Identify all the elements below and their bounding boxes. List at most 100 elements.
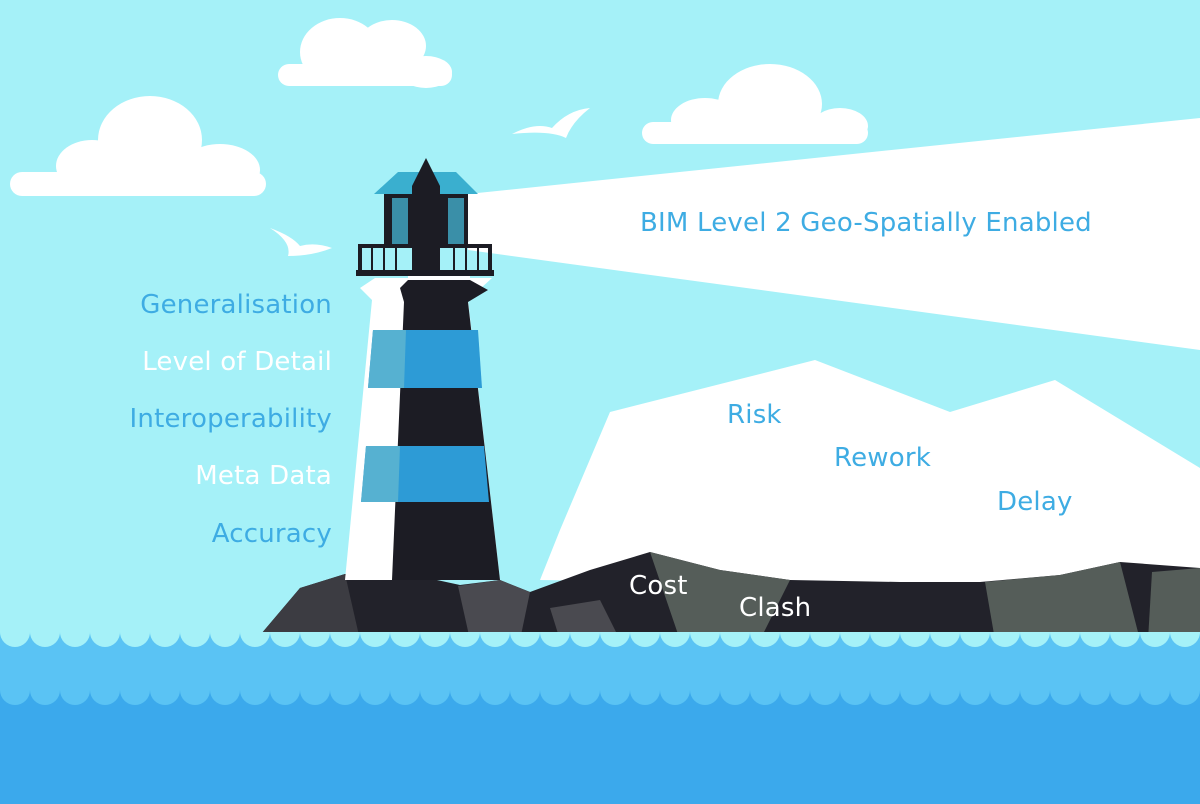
label-interoperability: Interoperability [129,404,332,434]
wave-crest [690,690,720,705]
wave-crest [840,690,870,705]
wave-crest [960,690,990,705]
label-accuracy: Accuracy [211,519,332,549]
wave-crest [960,632,990,647]
wave-crest [1080,690,1110,705]
wave-crest [810,632,840,647]
label-generalisation: Generalisation [140,290,332,320]
wave-crest [660,632,690,647]
cloud-left [10,96,266,196]
wave-crest [390,690,420,705]
wave-crest [630,690,660,705]
wave-crest [60,690,90,705]
seagull-icon [512,108,590,138]
wave-crest [30,690,60,705]
wave-crest [150,690,180,705]
wave-crest [630,632,660,647]
wave-crest [420,632,450,647]
wave-crest [120,690,150,705]
wave-crest [570,632,600,647]
cloud-right [642,64,868,144]
wave-crest [870,632,900,647]
wave-crest [1080,632,1110,647]
wave-crest [0,690,30,705]
wave-crest [780,632,810,647]
wave-crest [330,632,360,647]
wave-crest [150,632,180,647]
waves [0,632,1200,705]
balcony-floor [356,270,494,276]
wave-crest [180,632,210,647]
wave-crest [690,632,720,647]
sea-surface [0,632,1200,690]
rock-face [550,600,620,640]
wave-crest [870,690,900,705]
wave-crest [600,690,630,705]
wave-crest [1020,632,1050,647]
wave-crest [510,690,540,705]
wave-crest [270,690,300,705]
lantern-spire [412,158,440,270]
label-risk: Risk [727,400,782,430]
wave-crest [330,690,360,705]
wave-crest [720,632,750,647]
wave-crest [360,690,390,705]
wave-crest [1050,632,1080,647]
wave-crest [840,632,870,647]
wave-crest [1110,690,1140,705]
rock-face [1148,568,1200,640]
wave-crest [450,690,480,705]
wave-crest [210,632,240,647]
wave-crest [1170,632,1200,647]
wave-crest [450,632,480,647]
wave-crest [1140,690,1170,705]
label-level-of-detail: Level of Detail [142,347,332,377]
label-cost: Cost [629,571,688,601]
light-beam [468,118,1200,350]
wave-crest [90,690,120,705]
label-rework: Rework [834,443,932,473]
label-delay: Delay [997,487,1073,517]
lantern-window [392,198,408,244]
wave-crest [240,632,270,647]
wave-crest [600,632,630,647]
wave-crest [1170,690,1200,705]
wave-crest [990,632,1020,647]
wave-crest [120,632,150,647]
rock-face [985,562,1140,640]
wave-crest [930,690,960,705]
cloud-top-center [278,18,452,88]
wave-crest [900,632,930,647]
tower-stripe-shade [361,446,400,502]
wave-crest [1050,690,1080,705]
wave-crest [240,690,270,705]
lantern-window [448,198,464,244]
wave-crest [990,690,1020,705]
iceberg [540,360,1200,590]
wave-crest [900,690,930,705]
wave-crest [1020,690,1050,705]
wave-crest [930,632,960,647]
seagull-icon [270,228,332,256]
wave-crest [540,690,570,705]
railing-posts [371,246,479,272]
wave-crest [480,632,510,647]
wave-crest [540,632,570,647]
wave-crest [810,690,840,705]
wave-crest [780,690,810,705]
rock-face [256,574,360,640]
wave-crest [360,632,390,647]
wave-crest [390,632,420,647]
wave-crest [300,690,330,705]
wave-crest [660,690,690,705]
wave-crest [210,690,240,705]
wave-crest [510,632,540,647]
wave-crest [750,690,780,705]
wave-crest [570,690,600,705]
beam-title: BIM Level 2 Geo-Spatially Enabled [640,208,1092,238]
rock-face [458,580,530,640]
wave-crest [30,632,60,647]
rock-face [650,552,790,640]
